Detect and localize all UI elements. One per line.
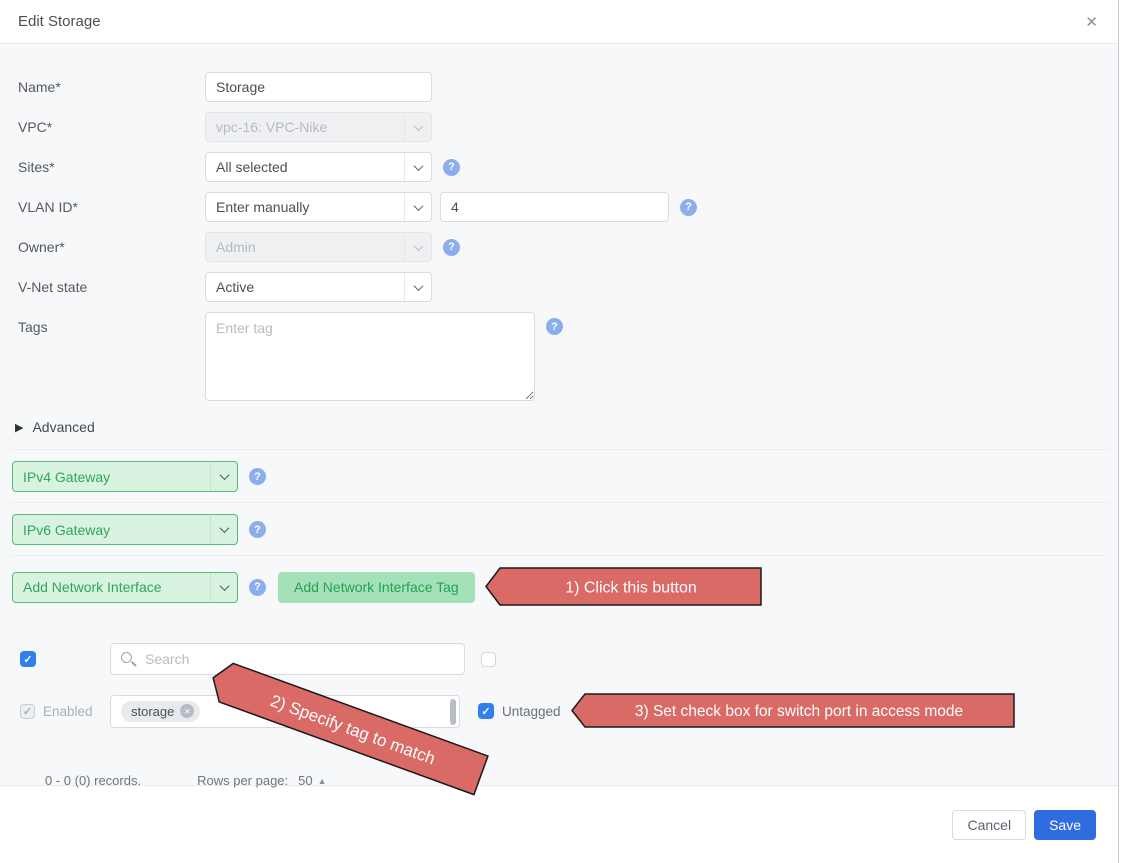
help-icon[interactable]: ? — [249, 521, 266, 538]
ipv4-gateway-value: IPv4 Gateway — [23, 468, 111, 485]
add-network-interface-tag-button[interactable]: Add Network Interface Tag — [278, 571, 475, 603]
help-icon[interactable]: ? — [546, 318, 563, 335]
chevron-down-icon — [405, 240, 431, 251]
help-icon[interactable]: ? — [249, 578, 266, 596]
untagged-checkbox[interactable]: ✓ — [478, 703, 494, 719]
ipv6-gateway-select[interactable]: IPv6 Gateway — [12, 514, 238, 545]
form-row-vlan: VLAN ID* Enter manually ? — [18, 192, 1100, 222]
search-input[interactable] — [110, 643, 465, 675]
chevron-down-icon — [405, 160, 431, 171]
name-input[interactable] — [205, 72, 432, 102]
save-button[interactable]: Save — [1034, 809, 1096, 840]
advanced-toggle[interactable]: ▶ Advanced — [15, 419, 1100, 435]
caret-up-icon: ▲ — [317, 775, 327, 786]
form-row-tags: Tags ? — [18, 312, 1100, 401]
vlan-label: VLAN ID* — [18, 199, 78, 215]
sites-select[interactable]: All selected — [205, 152, 432, 182]
untagged-label: Untagged — [502, 703, 561, 719]
cancel-button[interactable]: Cancel — [952, 809, 1027, 840]
name-label: Name* — [18, 79, 61, 95]
header-untagged-checkbox[interactable] — [481, 651, 496, 667]
form-row-vnet-state: V-Net state Active — [18, 272, 1100, 302]
ipv4-gateway-row: IPv4 Gateway ? — [10, 449, 1108, 502]
annotation-step1: 1) Click this button — [484, 567, 762, 606]
sites-select-value: All selected — [216, 159, 288, 175]
gateway-section: IPv4 Gateway ? IPv6 Gateway ? Add Networ… — [10, 449, 1108, 617]
sites-label: Sites* — [18, 159, 55, 175]
annotation-step3-text: 3) Set check box for switch port in acce… — [634, 703, 962, 720]
vpc-select: vpc-16: VPC-Nike — [205, 112, 432, 142]
tags-label: Tags — [18, 319, 48, 335]
vnet-state-value: Active — [216, 279, 255, 295]
help-icon[interactable]: ? — [680, 198, 697, 216]
ipv6-gateway-value: IPv6 Gateway — [23, 521, 111, 538]
remove-tag-icon[interactable]: ✕ — [180, 704, 195, 718]
chevron-down-icon — [405, 280, 431, 291]
form-row-sites: Sites* All selected ? — [18, 152, 1100, 182]
modal-header: Edit Storage ✕ — [0, 0, 1118, 44]
ipv4-gateway-select[interactable]: IPv4 Gateway — [12, 461, 238, 492]
annotation-step1-text: 1) Click this button — [565, 580, 697, 597]
form-row-owner: Owner* Admin ? — [18, 232, 1100, 262]
form-row-vpc: VPC* vpc-16: VPC-Nike — [18, 112, 1100, 142]
vlan-mode-select[interactable]: Enter manually — [205, 192, 432, 222]
vnet-state-select[interactable]: Active — [205, 272, 432, 302]
chevron-down-icon — [211, 470, 237, 481]
enabled-label: Enabled — [43, 703, 93, 719]
scrollbar-thumb[interactable] — [450, 698, 456, 725]
search-icon — [121, 652, 132, 663]
owner-label: Owner* — [18, 239, 65, 255]
vlan-id-input[interactable] — [440, 192, 669, 222]
vlan-mode-value: Enter manually — [216, 199, 310, 215]
help-icon[interactable]: ? — [443, 238, 460, 256]
records-count: 0 - 0 (0) records. — [45, 773, 142, 788]
rows-per-page-select[interactable]: 50 ▲ — [298, 773, 326, 788]
records-row: 0 - 0 (0) records. Rows per page: 50 ▲ — [45, 773, 1100, 788]
add-network-interface-value: Add Network Interface — [23, 579, 162, 595]
owner-select-value: Admin — [216, 239, 256, 255]
advanced-label: Advanced — [32, 419, 95, 435]
chevron-down-icon — [211, 580, 237, 591]
add-network-interface-row: Add Network Interface ? Add Network Inte… — [10, 555, 1108, 617]
vpc-label: VPC* — [18, 119, 53, 135]
caret-right-icon: ▶ — [15, 421, 24, 434]
enabled-checkbox: ✓ — [20, 703, 35, 719]
close-icon[interactable]: ✕ — [1085, 13, 1098, 31]
ipv6-gateway-row: IPv6 Gateway ? — [10, 502, 1108, 555]
modal-body: Name* VPC* vpc-16: VPC-Nike Sites* All s… — [0, 44, 1118, 796]
rows-per-page-label: Rows per page: — [197, 773, 289, 788]
tags-input[interactable] — [205, 312, 535, 401]
chevron-down-icon — [405, 200, 431, 211]
add-network-interface-select[interactable]: Add Network Interface — [12, 571, 238, 603]
chevron-down-icon — [405, 120, 431, 131]
owner-select: Admin — [205, 232, 432, 262]
page-title: Edit Storage — [18, 13, 101, 30]
modal-footer: Cancel Save — [0, 785, 1118, 863]
vnet-state-label: V-Net state — [18, 279, 88, 295]
interface-search-row: ✓ — [18, 643, 1100, 675]
rows-per-page-value: 50 — [298, 773, 313, 788]
help-icon[interactable]: ? — [443, 158, 460, 176]
select-all-checkbox[interactable]: ✓ — [20, 651, 36, 667]
tag-chip-label: storage — [131, 703, 175, 719]
annotation-step3: 3) Set check box for switch port in acce… — [570, 693, 1015, 728]
form-row-name: Name* — [18, 72, 1100, 102]
help-icon[interactable]: ? — [249, 468, 266, 485]
interface-enabled-row: ✓ Enabled storage ✕ ✓ Untagged 3) Set ch… — [18, 693, 1100, 729]
tag-chip: storage ✕ — [121, 700, 201, 722]
chevron-down-icon — [211, 523, 237, 534]
vpc-select-value: vpc-16: VPC-Nike — [216, 119, 328, 135]
search-box — [110, 643, 465, 675]
